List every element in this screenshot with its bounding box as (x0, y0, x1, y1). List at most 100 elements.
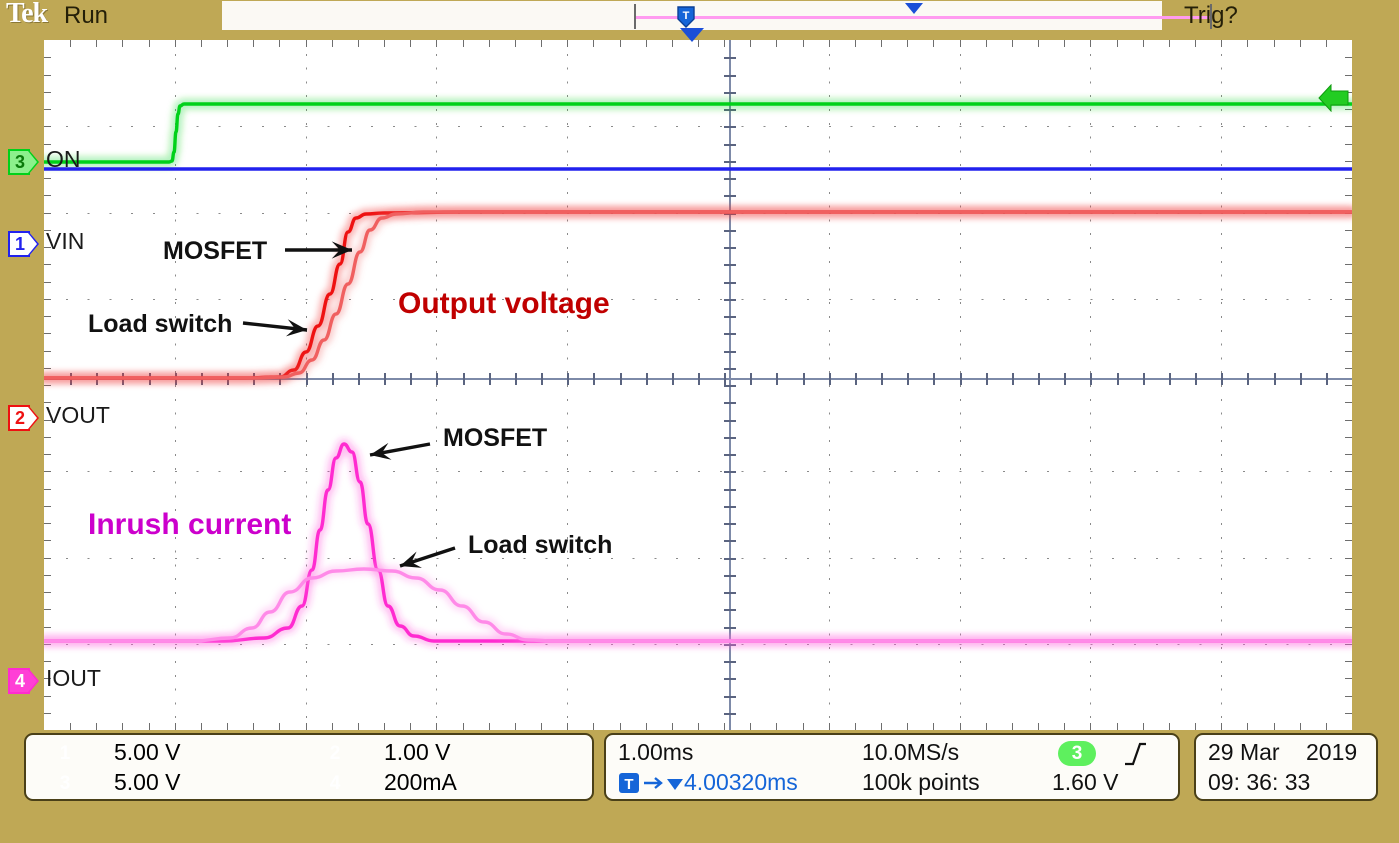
edge-tick (175, 723, 176, 730)
v-axis-tick (724, 126, 736, 128)
edge-tick (1345, 368, 1352, 369)
edge-tick (44, 678, 51, 679)
edge-tick (44, 316, 51, 317)
v-axis-tick (724, 351, 736, 353)
edge-tick (593, 40, 594, 47)
edge-tick (750, 40, 751, 47)
h-axis-tick (463, 373, 465, 385)
edge-tick (1345, 558, 1352, 559)
grid-column (960, 40, 961, 730)
edge-tick (44, 126, 51, 127)
edge-tick (1326, 40, 1327, 47)
edge-tick (620, 40, 621, 47)
timebase-readout-panel[interactable]: 1.00ms T 4.00320ms 10.0MS/s 100k points … (604, 733, 1180, 801)
edge-tick (44, 195, 51, 196)
edge-tick (907, 723, 908, 730)
v-axis-tick (724, 437, 736, 439)
ch4-chip: 4 (316, 771, 354, 796)
edge-tick (672, 723, 673, 730)
edge-tick (1345, 316, 1352, 317)
edge-tick (1169, 40, 1170, 47)
timebase-delay: 4.00320ms (684, 769, 798, 795)
v-axis-tick (724, 178, 736, 180)
edge-tick (44, 471, 51, 472)
v-axis-tick (724, 540, 736, 542)
edge-tick (881, 40, 882, 47)
annotation-mosfet-voltage: MOSFET (163, 237, 268, 265)
edge-tick (306, 40, 307, 47)
h-axis-tick (1300, 373, 1302, 385)
edge-tick (122, 40, 123, 47)
edge-tick (44, 75, 51, 76)
h-axis-tick (855, 373, 857, 385)
record-length: 100k points (862, 769, 980, 795)
trigger-level: 1.60 V (1052, 769, 1119, 795)
edge-tick (829, 723, 830, 730)
edge-tick (1345, 230, 1352, 231)
edge-tick (1345, 661, 1352, 662)
edge-tick (1345, 333, 1352, 334)
edge-tick (44, 575, 51, 576)
record-length-strip[interactable]: T (222, 1, 1212, 30)
edge-tick (44, 230, 51, 231)
v-axis-tick (724, 161, 736, 163)
edge-tick (1195, 723, 1196, 730)
trigger-level-arrow-icon[interactable] (1318, 84, 1350, 112)
grid-column (175, 40, 176, 730)
graticule[interactable] (44, 40, 1352, 730)
edge-tick (96, 723, 97, 730)
h-axis-tick (410, 373, 412, 385)
trigger-source-chip: 3 (1058, 741, 1096, 766)
v-axis-tick (724, 713, 736, 715)
edge-tick (1143, 40, 1144, 47)
acquisition-state: Run (64, 2, 109, 29)
edge-tick (1345, 264, 1352, 265)
clock-time: 09: 36: 33 (1208, 769, 1311, 795)
rising-edge-slope-icon (1125, 742, 1146, 766)
edge-tick (1169, 723, 1170, 730)
h-axis-tick (672, 373, 674, 385)
channel-marker-vout[interactable]: 2 (8, 405, 39, 431)
edge-tick (1345, 144, 1352, 145)
waveform-traces (44, 98, 1352, 647)
ch2-chip-number: 2 (329, 742, 341, 764)
edge-tick (175, 40, 176, 47)
sample-rate: 10.0MS/s (862, 739, 960, 765)
v-axis-tick (724, 489, 736, 491)
grid-row (44, 126, 1352, 127)
v-axis-tick (724, 195, 736, 197)
edge-tick (489, 723, 490, 730)
edge-tick (1247, 40, 1248, 47)
edge-tick (70, 40, 71, 47)
edge-tick (1345, 575, 1352, 576)
delay-trigger-icon: T (619, 773, 639, 793)
edge-tick (44, 609, 51, 610)
channel-marker-on[interactable]: 3 (8, 149, 39, 175)
channel-badge-1: 1 (8, 231, 30, 257)
h-axis-tick (567, 373, 569, 385)
channel-marker-vin[interactable]: 1 (8, 231, 39, 257)
channel-marker-iout[interactable]: 4 (8, 668, 39, 694)
v-axis-tick (724, 575, 736, 577)
h-axis-tick (724, 373, 726, 385)
edge-tick (776, 723, 777, 730)
trigger-position-marker-icon[interactable]: T (677, 6, 695, 28)
channel-readout-panel[interactable]: 1 5.00 V 2 1.00 V 3 5.00 V 4 200mA (24, 733, 594, 801)
edge-tick (1345, 609, 1352, 610)
edge-tick (515, 723, 516, 730)
edge-tick (1300, 40, 1301, 47)
edge-tick (567, 40, 568, 47)
ch1-scale: 5.00 V (114, 739, 181, 765)
edge-tick (44, 454, 51, 455)
edge-tick (1117, 40, 1118, 47)
edge-tick (1300, 723, 1301, 730)
edge-tick (567, 723, 568, 730)
channel-badge-2: 2 (8, 405, 30, 431)
timebase-scale: 1.00ms (618, 739, 694, 765)
ch1-chip-number: 1 (59, 742, 71, 764)
edge-tick (44, 144, 51, 145)
h-axis-tick (489, 373, 491, 385)
ch3-scale: 5.00 V (114, 769, 181, 795)
edge-tick (44, 57, 51, 58)
